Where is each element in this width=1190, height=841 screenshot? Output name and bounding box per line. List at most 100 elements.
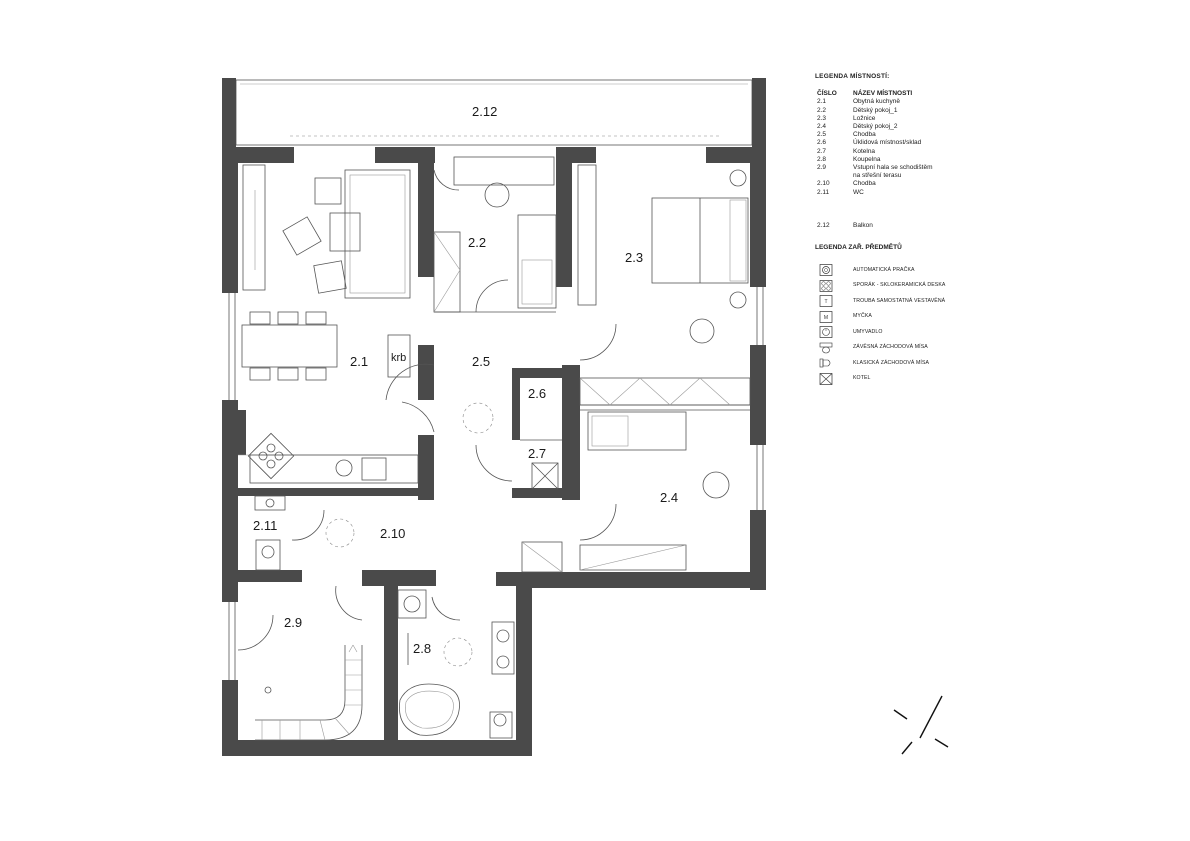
room-label-2-3: 2.3 — [625, 250, 643, 265]
boiler-icon — [819, 372, 833, 385]
room-label-2-10: 2.10 — [380, 526, 405, 541]
legend-entry-num: 2.6 — [817, 139, 827, 147]
legend-entry-name: Koupelna — [853, 155, 881, 163]
children-room-1-furniture — [433, 156, 557, 313]
oven-icon: T — [819, 295, 833, 307]
symbol-label: AUTOMATICKÁ PRAČKA — [853, 266, 915, 273]
cooktop-plan-icon — [247, 432, 295, 480]
oven-mark: T — [824, 299, 827, 305]
room-label-2-12: 2.12 — [472, 104, 497, 119]
symbol-label: TROUBA SAMOSTATNÁ VESTAVĚNÁ — [853, 297, 946, 304]
symbol-label: UMYVADLO — [853, 328, 883, 335]
walls — [222, 78, 766, 756]
legend-entry-num: 2.2 — [817, 106, 827, 114]
legend: LEGENDA MÍSTNOSTÍ: ČÍSLO NÁZEV MÍSTNOSTI… — [815, 73, 1175, 386]
legend-entry: 2.1 Obytná kuchyně — [815, 98, 1175, 106]
legend-entry-name: Chodba — [853, 131, 876, 139]
symbol-row: SPORÁK - SKLOKERAMICKÁ DESKA — [815, 278, 1175, 294]
partitions — [238, 311, 750, 456]
legend-entry-num: 2.9 — [817, 164, 827, 172]
legend-entry: 2.4 Dětský pokoj_2 — [815, 123, 1175, 131]
legend-entry-name: Obytná kuchyně — [853, 98, 900, 106]
legend-entry-num: 2.1 — [817, 98, 827, 106]
bathroom-fixtures — [397, 589, 515, 739]
living-room-furniture — [241, 164, 419, 484]
room-label-2-4: 2.4 — [660, 490, 678, 505]
legend-col-name: NÁZEV MÍSTNOSTI — [853, 90, 913, 98]
legend-entry: 2.5 Chodba — [815, 131, 1175, 139]
legend-entry-num — [815, 172, 853, 180]
legend-entry-name: na střešní terasu — [853, 172, 902, 180]
legend-entry: 2.8 Koupelna — [815, 156, 1175, 164]
room-labels: 2.12 2.1 2.2 2.3 2.4 2.5 2.6 2.7 2.8 2.9… — [253, 104, 678, 656]
legend-entry: 2.10 Chodba — [815, 180, 1175, 188]
legend-entry-num: 2.4 — [817, 123, 827, 131]
legend-title: LEGENDA MÍSTNOSTÍ: — [815, 73, 890, 80]
legend-entry: 2.11 WC — [815, 189, 1175, 197]
north-arrow-icon — [893, 695, 949, 755]
room-label-2-5: 2.5 — [472, 354, 490, 369]
legend-entry-name: Úklidová místnost/sklad — [853, 139, 922, 147]
fireplace-label: krb — [391, 352, 406, 364]
legend-entry: 2.2 Dětský pokoj_1 — [815, 107, 1175, 115]
legend-entry-name: WC — [853, 188, 864, 196]
room-label-2-8: 2.8 — [413, 641, 431, 656]
room-label-2-1: 2.1 — [350, 354, 368, 369]
legend-entry-name: Ložnice — [853, 114, 876, 122]
wall-toilet-icon — [819, 342, 833, 353]
washbasin-icon — [819, 326, 833, 338]
legend-entry-name: Kotelna — [853, 147, 876, 155]
doors — [237, 169, 617, 667]
legend-entry: 2.3 Ložnice — [815, 115, 1175, 123]
symbol-label: SPORÁK - SKLOKERAMICKÁ DESKA — [853, 282, 946, 289]
symbol-label: MYČKA — [853, 313, 872, 320]
room-label-2-7: 2.7 — [528, 446, 546, 461]
dishwasher-icon: M — [819, 310, 833, 323]
floor-toilet-icon — [819, 358, 831, 368]
symbol-row: T TROUBA SAMOSTATNÁ VESTAVĚNÁ — [815, 293, 1175, 309]
wc-fixtures — [254, 495, 286, 571]
legend-col-number: ČÍSLO — [817, 90, 837, 98]
legend-header: ČÍSLO NÁZEV MÍSTNOSTI — [815, 90, 1175, 98]
legend-entry-name: Dětský pokoj_2 — [853, 123, 898, 131]
legend-entry-num: 2.8 — [817, 155, 827, 163]
symbol-row: UMYVADLO — [815, 324, 1175, 340]
legend-entry: 2.9 Vstupní hala se schodištěm — [815, 164, 1175, 172]
legend-entry-num: 2.7 — [817, 147, 827, 155]
symbols-legend-title: LEGENDA ZAŘ. PŘEDMĚTŮ — [815, 244, 902, 252]
staircase — [255, 644, 363, 741]
washing-machine-icon — [819, 264, 833, 276]
symbol-row: M MYČKA — [815, 309, 1175, 325]
boiler-plan-icon — [531, 462, 559, 490]
symbol-row: ZÁVĚSNÁ ZÁCHODOVÁ MÍSA — [815, 340, 1175, 356]
legend-entry-num: 2.12 — [817, 221, 830, 229]
symbol-row: KLASICKÁ ZÁCHODOVÁ MÍSA — [815, 355, 1175, 371]
legend-entry-balcony: 2.12 Balkon — [815, 222, 1175, 230]
symbol-label: KLASICKÁ ZÁCHODOVÁ MÍSA — [853, 359, 930, 366]
room-label-2-6: 2.6 — [528, 386, 546, 401]
cooktop-icon — [819, 279, 833, 292]
legend-entry-name: Chodba — [853, 180, 876, 188]
legend-entry: 2.7 Kotelna — [815, 148, 1175, 156]
legend-entry: 2.6 Úklidová místnost/sklad — [815, 139, 1175, 147]
room-label-2-9: 2.9 — [284, 615, 302, 630]
windows — [228, 287, 764, 680]
symbol-row: AUTOMATICKÁ PRAČKA — [815, 262, 1175, 278]
legend-entry: na střešní terasu — [815, 172, 1175, 180]
legend-entry-num: 2.5 — [817, 131, 827, 139]
symbol-label: ZÁVĚSNÁ ZÁCHODOVÁ MÍSA — [853, 344, 928, 351]
symbol-label: KOTEL — [853, 375, 871, 382]
legend-entry-num: 2.10 — [817, 180, 830, 188]
bedroom-furniture — [577, 164, 751, 406]
children-room-2-furniture — [521, 411, 730, 573]
legend-entry-num: 2.3 — [817, 114, 827, 122]
legend-entry-name: Dětský pokoj_1 — [853, 106, 898, 114]
legend-entry-name: Balkon — [853, 221, 873, 229]
dishwasher-mark: M — [824, 315, 828, 321]
legend-entry-name: Vstupní hala se schodištěm — [853, 164, 933, 172]
legend-entry-num: 2.11 — [817, 188, 830, 196]
room-label-2-2: 2.2 — [468, 235, 486, 250]
room-label-2-11: 2.11 — [253, 518, 277, 533]
symbol-row: KOTEL — [815, 371, 1175, 387]
